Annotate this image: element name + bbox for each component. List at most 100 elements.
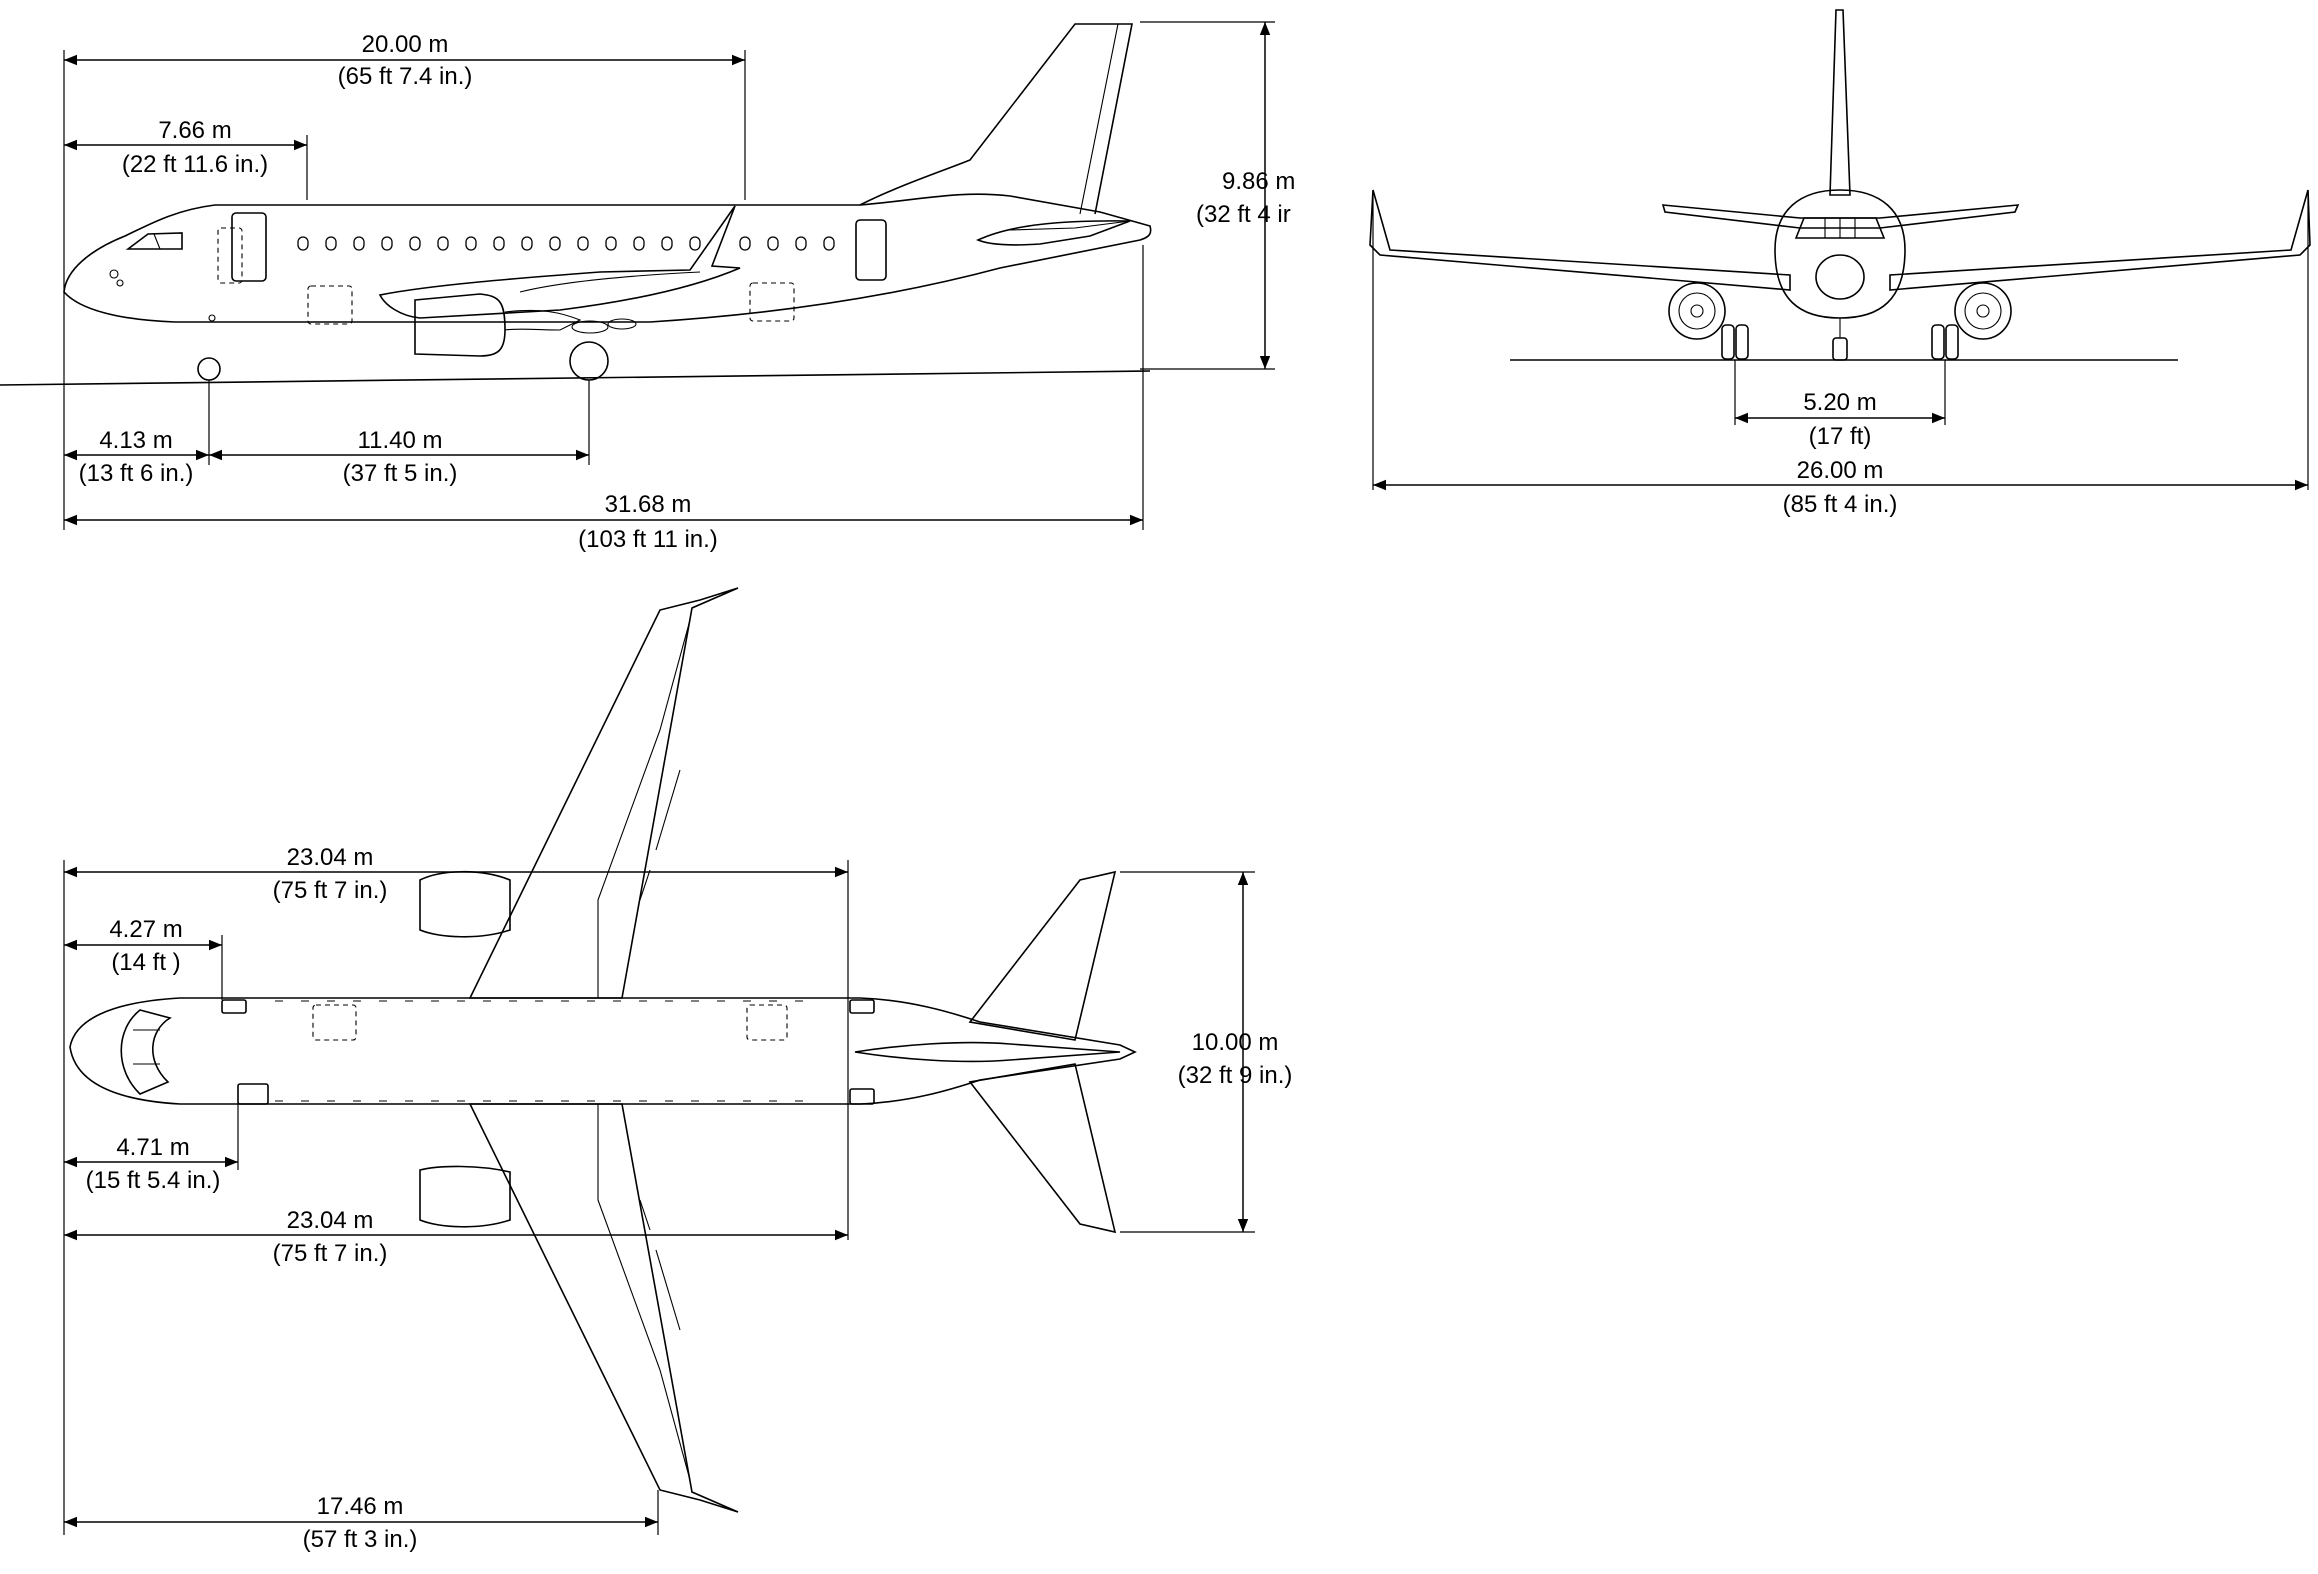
side-dim-31-68m-imperial: (103 ft 11 in.) bbox=[578, 526, 718, 553]
front-view: 5.20 m (17 ft) 26.00 m (85 ft 4 in.) bbox=[1369, 9, 2311, 518]
front-left-main-gear-2 bbox=[1735, 324, 1749, 360]
front-nose-gear bbox=[1832, 337, 1848, 361]
side-dim-7-66m-label: 7.66 m bbox=[158, 117, 231, 144]
top-overwing-exit-front bbox=[312, 1004, 357, 1041]
side-dim-4-13m-label: 4.13 m bbox=[99, 427, 172, 454]
front-dim-5-20m-label: 5.20 m bbox=[1803, 389, 1876, 416]
top-upper-engine bbox=[419, 870, 511, 938]
top-lower-wing-flap bbox=[597, 1104, 691, 1481]
side-dim-11-40m-imperial: (37 ft 5 in.) bbox=[343, 460, 458, 487]
side-window bbox=[605, 236, 617, 251]
top-upper-stabilizer bbox=[968, 870, 1117, 1041]
top-lower-wing bbox=[468, 1103, 739, 1513]
side-window bbox=[437, 236, 449, 251]
side-overwing-exit-rear bbox=[749, 282, 795, 322]
top-dim-17-46m-imperial: (57 ft 3 in.) bbox=[303, 1526, 418, 1553]
front-dim-26-00m-label: 26.00 m bbox=[1797, 457, 1884, 484]
side-view: 20.00 m (65 ft 7.4 in.) 7.66 m (22 ft 11… bbox=[0, 21, 1295, 553]
top-dim-23-04m-lower-label: 23.04 m bbox=[287, 1207, 374, 1234]
side-dim-20m-imperial: (65 ft 7.4 in.) bbox=[338, 63, 473, 90]
top-rear-door-right bbox=[849, 1088, 875, 1105]
side-pitot bbox=[208, 314, 216, 322]
side-dim-7-66m-imperial: (22 ft 11.6 in.) bbox=[122, 151, 268, 178]
top-overwing-exit-rear bbox=[746, 1004, 788, 1041]
side-main-gear bbox=[569, 341, 609, 381]
side-elevator-line bbox=[1009, 220, 1131, 231]
side-fuselage bbox=[63, 193, 1152, 323]
top-dorsal-fin bbox=[854, 1041, 1121, 1063]
side-window bbox=[381, 236, 393, 251]
side-dim-11-40m-label: 11.40 m bbox=[358, 427, 443, 454]
top-dim-4-71m-imperial: (15 ft 5.4 in.) bbox=[86, 1167, 221, 1194]
side-cabin-windows bbox=[297, 236, 835, 251]
front-right-engine-spinner bbox=[1976, 304, 1990, 318]
side-cockpit-window-2 bbox=[153, 233, 161, 250]
front-windshield-divider bbox=[1824, 218, 1856, 238]
front-dim-26-00m-imperial: (85 ft 4 in.) bbox=[1783, 491, 1898, 518]
side-window bbox=[689, 236, 701, 251]
side-dim-20m-label: 20.00 m bbox=[362, 31, 449, 58]
top-dim-4-27m-label: 4.27 m bbox=[109, 916, 182, 943]
top-rear-door-left bbox=[849, 999, 875, 1014]
top-dim-4-71m-label: 4.71 m bbox=[116, 1134, 189, 1161]
side-wing-flap bbox=[519, 271, 701, 293]
side-nose-probe-2 bbox=[116, 279, 124, 287]
side-overwing-exit-front bbox=[307, 285, 353, 325]
side-window bbox=[767, 236, 779, 251]
top-lower-stabilizer bbox=[968, 1063, 1117, 1234]
side-window bbox=[549, 236, 561, 251]
front-right-wing bbox=[1889, 189, 2311, 291]
top-cockpit-glazing bbox=[120, 1009, 173, 1095]
top-upper-wing bbox=[468, 587, 739, 999]
top-dim-23-04m-upper-imperial: (75 ft 7 in.) bbox=[273, 877, 388, 904]
front-left-engine-fan bbox=[1678, 292, 1716, 330]
front-dim-5-20m-imperial: (17 ft) bbox=[1809, 423, 1872, 450]
top-dim-10-00m-label: 10.00 m bbox=[1192, 1029, 1279, 1056]
side-window bbox=[297, 236, 309, 251]
top-window-rows bbox=[275, 1000, 810, 1102]
top-dim-17-46m-label: 17.46 m bbox=[317, 1493, 404, 1520]
front-left-wing bbox=[1369, 189, 1791, 291]
front-left-main-gear bbox=[1721, 324, 1735, 360]
front-vertical-tail bbox=[1829, 9, 1851, 196]
side-front-service-door bbox=[217, 227, 243, 284]
front-radome bbox=[1815, 254, 1865, 300]
side-window bbox=[823, 236, 835, 251]
side-window bbox=[325, 236, 337, 251]
side-nose-probe bbox=[109, 269, 119, 279]
side-dim-9-86m-imperial: (32 ft 4 ir bbox=[1196, 201, 1291, 228]
front-right-engine-fan bbox=[1964, 292, 2002, 330]
side-window bbox=[465, 236, 477, 251]
side-cockpit-window bbox=[125, 232, 183, 250]
side-window bbox=[633, 236, 645, 251]
side-window bbox=[795, 236, 807, 251]
side-window bbox=[493, 236, 505, 251]
side-dim-9-86m-label: 9.86 m bbox=[1222, 168, 1295, 195]
side-dim-31-68m-label: 31.68 m bbox=[605, 491, 692, 518]
side-ground-line bbox=[0, 370, 1151, 386]
side-fairing bbox=[571, 320, 609, 334]
front-right-main-gear-2 bbox=[1945, 324, 1959, 360]
side-vertical-tail bbox=[859, 23, 1133, 215]
side-window bbox=[739, 236, 751, 251]
front-right-engine bbox=[1954, 282, 2012, 340]
side-window bbox=[409, 236, 421, 251]
side-window bbox=[661, 236, 673, 251]
top-lower-wing-aileron bbox=[639, 1199, 681, 1331]
top-cockpit-frame bbox=[133, 1029, 160, 1065]
side-fairing-2 bbox=[607, 318, 637, 330]
top-dim-4-27m-imperial: (14 ft ) bbox=[111, 949, 180, 976]
top-fuselage bbox=[69, 997, 1137, 1105]
top-view: 23.04 m (75 ft 7 in.) 4.27 m (14 ft ) 10… bbox=[63, 587, 1292, 1553]
side-window bbox=[353, 236, 365, 251]
top-dim-23-04m-upper-label: 23.04 m bbox=[287, 844, 374, 871]
top-lower-engine bbox=[419, 1165, 511, 1228]
side-engine-nacelle bbox=[414, 293, 506, 357]
side-front-door bbox=[231, 212, 267, 282]
side-nose-gear bbox=[197, 357, 221, 381]
side-tail-rudder-line bbox=[1079, 23, 1119, 215]
side-window bbox=[577, 236, 589, 251]
front-left-engine-spinner bbox=[1690, 304, 1704, 318]
